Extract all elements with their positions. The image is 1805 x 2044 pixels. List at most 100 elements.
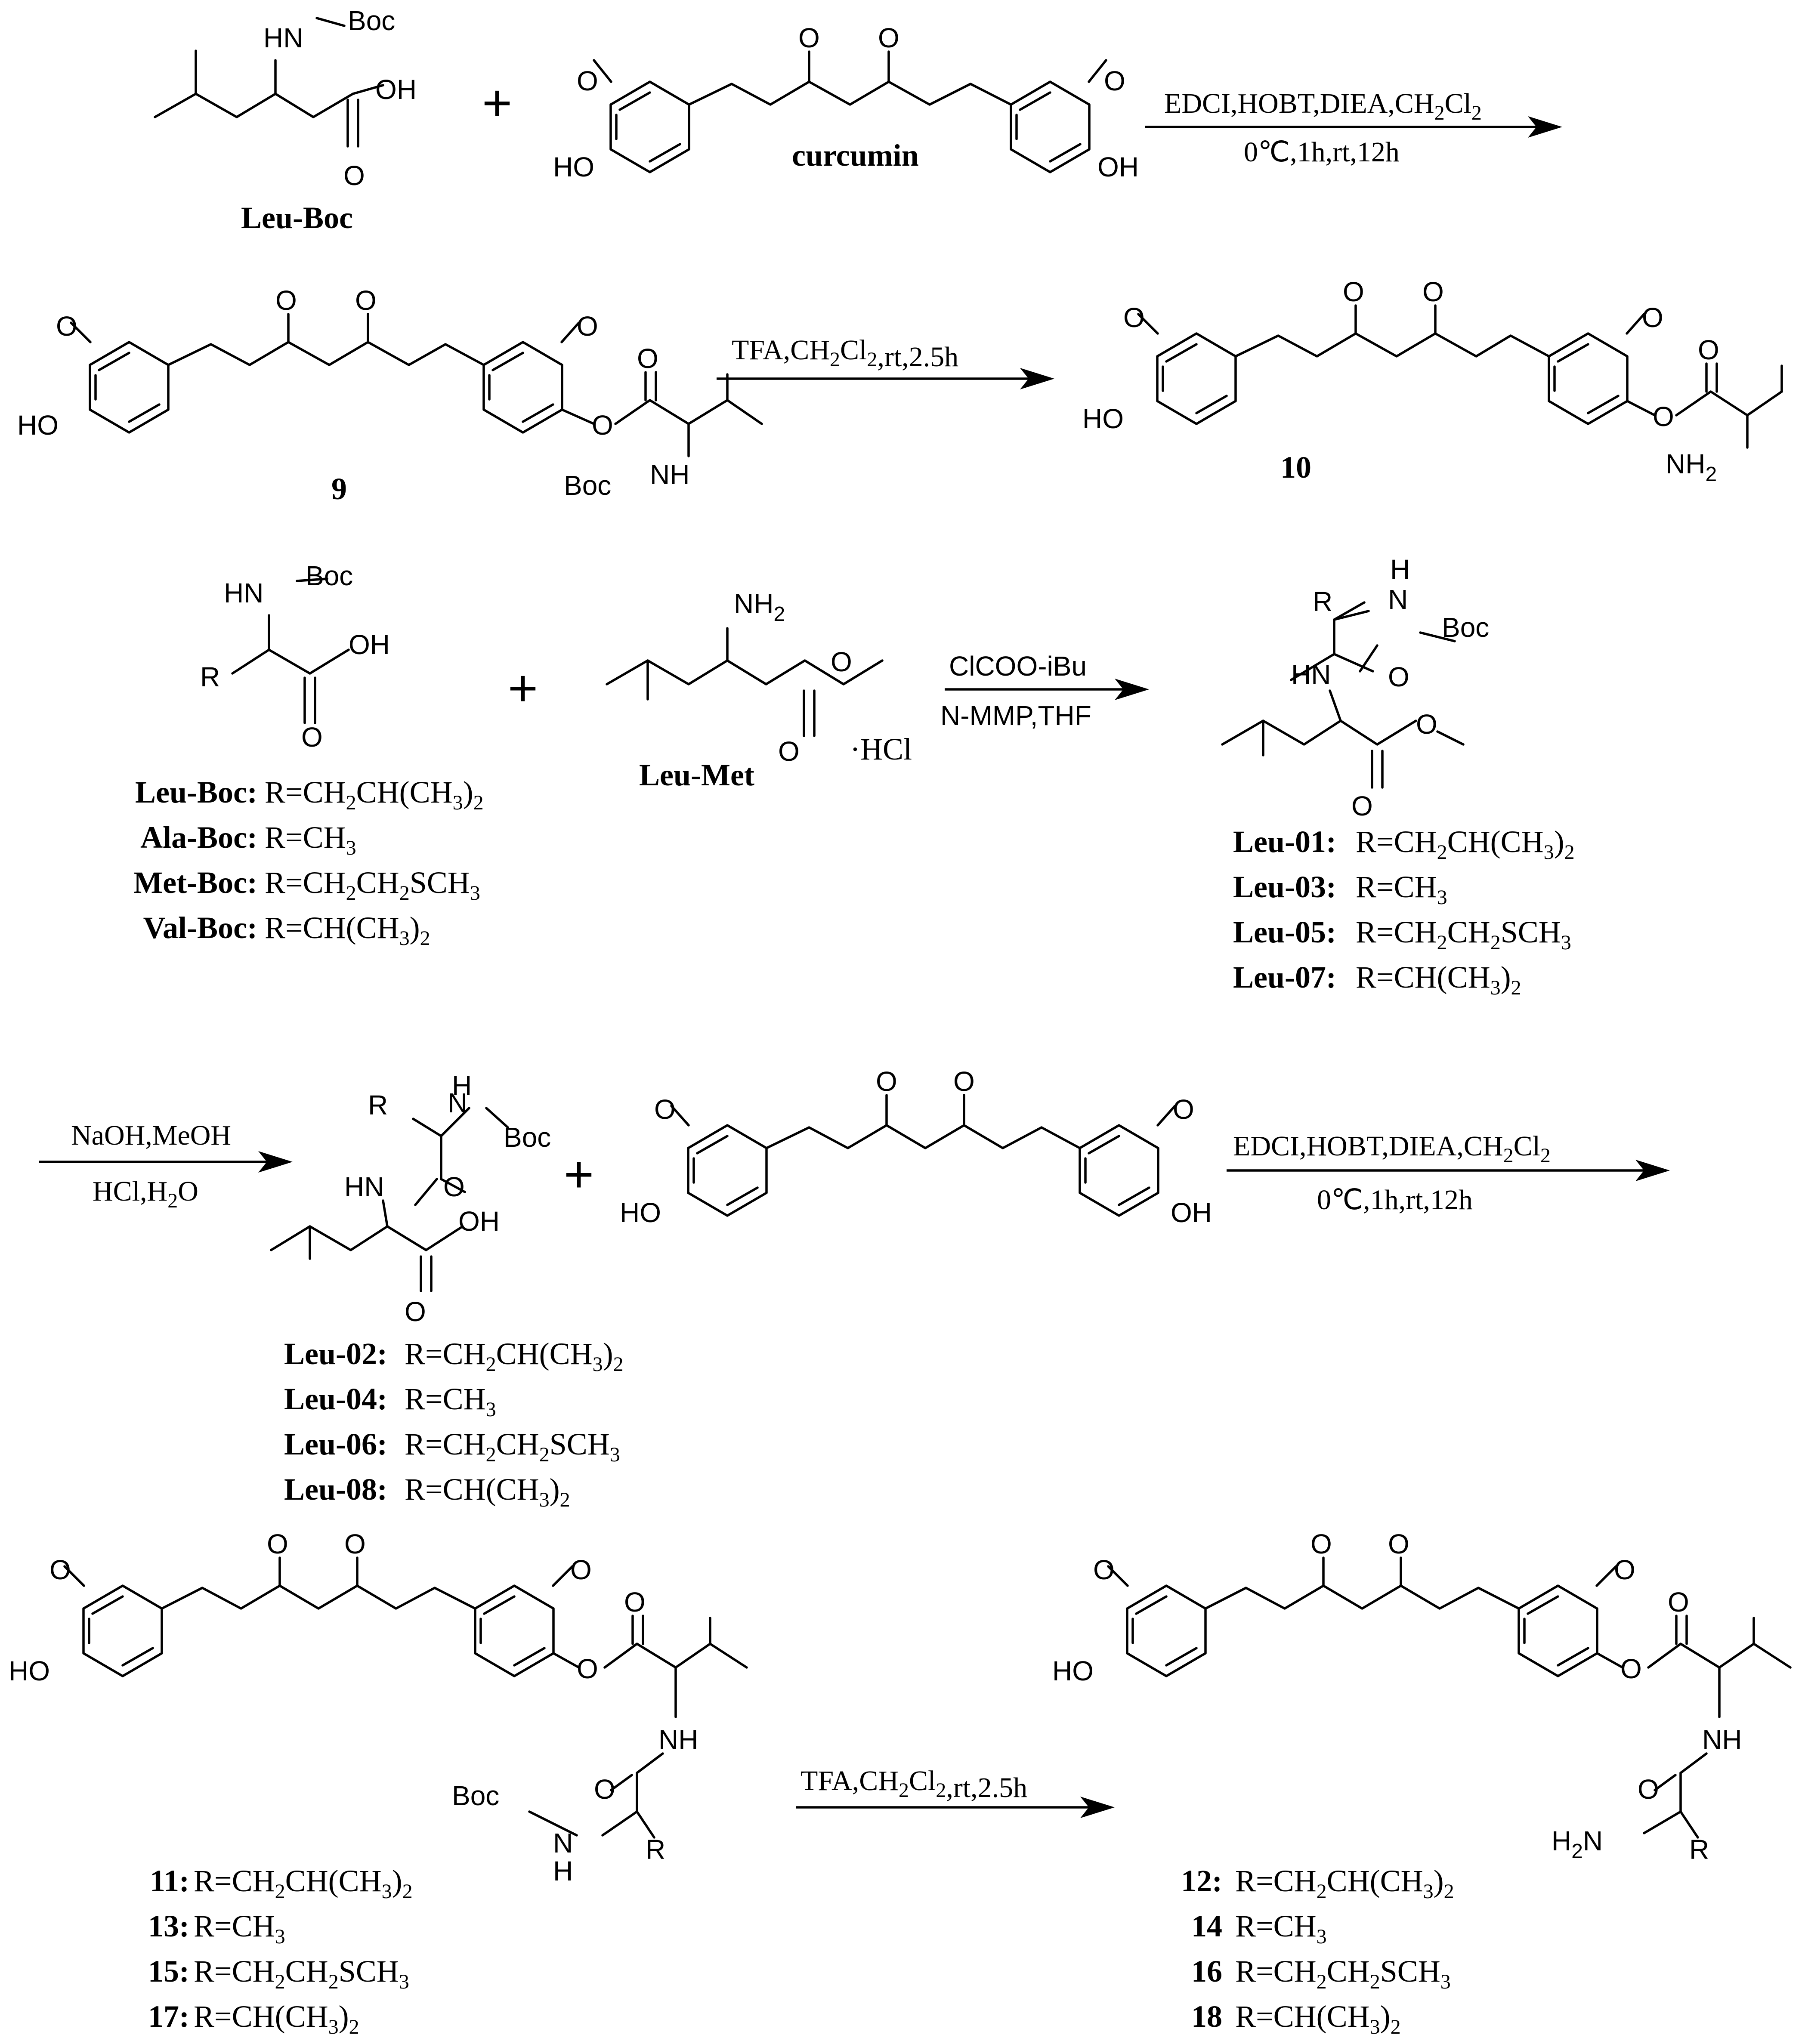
methoxy-o: O [1123, 302, 1145, 333]
r-label: R [1313, 586, 1332, 617]
final-series-name-1: 14 [1191, 1909, 1222, 1943]
curcumin-structure: O O O O HO OH curcumin [553, 22, 1139, 182]
condition-step-6: TFA,CH2Cl2,rt,2.5h [801, 1765, 1027, 1803]
leu-odd-series-r-3: R=CH(CH3)2 [1356, 960, 1521, 999]
hn-label: HN [1291, 659, 1331, 690]
ester-o: O [1620, 1653, 1642, 1684]
r-label: R [200, 661, 220, 692]
carbonyl-o: O [637, 343, 658, 374]
boc-series-r-3: R=CH(CH3)2 [265, 911, 430, 950]
ho-label: HO [17, 410, 59, 441]
leu-even-series-r-0: R=CH2CH(CH3)2 [405, 1337, 624, 1376]
h-label: H [1390, 554, 1410, 585]
carbonyl-o: O [1351, 790, 1373, 821]
oh-label: OH [458, 1206, 500, 1237]
h-label: H [553, 1856, 573, 1887]
plus-sign: + [482, 74, 512, 132]
condition-step-2: TFA,CH2Cl2,rt,2.5h [732, 334, 958, 373]
condition-step-1-reagents: EDCI,HOBT,DIEA,CH2Cl2 [1164, 88, 1482, 124]
carbonyl-o: O [1668, 1587, 1689, 1618]
hn-label: HN [344, 1171, 384, 1202]
arrow-step-5: EDCI,HOBT,DIEA,CH2Cl2 0℃,1h,rt,12h [1227, 1130, 1670, 1216]
arrow-step-1: EDCI,HOBT,DIEA,CH2Cl2 0℃,1h,rt,12h [1145, 88, 1562, 168]
nh-label: NH [650, 459, 689, 490]
leu-odd-series-r-0: R=CH2CH(CH3)2 [1356, 824, 1575, 864]
amide-o: O [1638, 1774, 1659, 1805]
h-label: H [452, 1070, 472, 1101]
n-label: N [1388, 584, 1408, 615]
carbonyl-o: O [624, 1587, 646, 1618]
nh-label: NH [1702, 1724, 1742, 1755]
dipeptide-ester-structure: H N Boc R HN O O O [1221, 554, 1489, 821]
oh-right: OH [1097, 151, 1139, 182]
condition-step-5-time: 0℃,1h,rt,12h [1317, 1184, 1473, 1216]
boc-series-r-2: R=CH2CH2SCH3 [265, 865, 480, 905]
condition-step-5-reagents: EDCI,HOBT,DIEA,CH2Cl2 [1233, 1130, 1551, 1167]
boc-series-name-2: Met-Boc: [133, 865, 257, 900]
compound-label-leu-met: Leu-Met [639, 758, 754, 792]
leu-odd-series-name-0: Leu-01: [1233, 824, 1336, 859]
arrow-step-3: ClCOO-iBu N-MMP,THF [940, 651, 1149, 731]
hn-label: HN [224, 577, 263, 608]
r-label: R [1689, 1834, 1709, 1865]
boc-amino-acid-structure: HN Boc OH R O [200, 560, 390, 753]
keto-o: O [355, 285, 377, 316]
leu-even-series-r-2: R=CH2CH2SCH3 [405, 1427, 620, 1466]
methoxy-o: O [1173, 1094, 1194, 1125]
ester-o: O [1416, 709, 1437, 740]
final-series-r-3: R=CH(CH3)2 [1235, 1999, 1401, 2038]
condition-step-3-solvent: N-MMP,THF [940, 700, 1091, 731]
final-series-r-2: R=CH2CH2SCH3 [1235, 1954, 1451, 1993]
leu-odd-series-name-3: Leu-07: [1233, 960, 1336, 994]
final-series-r-0: R=CH2CH(CH3)2 [1235, 1864, 1454, 1903]
boc-conj-series-name-3: 17: [148, 1999, 189, 2034]
leu-even-series-name-3: Leu-08: [284, 1472, 387, 1507]
boc-series-r-0: R=CH2CH(CH3)2 [265, 775, 484, 814]
leu-even-series-r-1: R=CH3 [405, 1382, 496, 1421]
carbonyl-o: O [778, 736, 800, 767]
boc-label: Boc [504, 1122, 551, 1153]
methoxy-o-left: O [577, 65, 598, 96]
hcl-label: ·HCl [850, 732, 912, 766]
leu-boc-structure: HN Boc OH O Leu-Boc [154, 5, 417, 235]
keto-o: O [1310, 1528, 1332, 1559]
boc-conj-series-name-0: 11: [150, 1864, 189, 1898]
oh-label: OH [375, 74, 417, 105]
leu-odd-series-list: Leu-01:R=CH2CH(CH3)2Leu-03:R=CH3Leu-05:R… [1233, 824, 1575, 999]
boc-conj-series-r-3: R=CH(CH3)2 [194, 1999, 359, 2038]
boc-conj-series-r-1: R=CH3 [194, 1909, 285, 1948]
boc-label: Boc [452, 1780, 499, 1811]
ester-o: O [831, 646, 852, 677]
nh2-label: NH2 [1666, 448, 1717, 486]
boc-series-list: Leu-Boc:R=CH2CH(CH3)2Ala-Boc:R=CH3Met-Bo… [133, 775, 483, 950]
plus-sign: + [508, 659, 538, 717]
methoxy-o: O [1614, 1554, 1635, 1585]
leu-even-series-name-1: Leu-04: [284, 1382, 387, 1416]
final-series-name-2: 16 [1191, 1954, 1222, 1988]
o-label: O [343, 160, 365, 191]
final-series-name-0: 12: [1181, 1864, 1222, 1898]
boc-label: Boc [348, 5, 395, 36]
n-label: N [448, 1087, 467, 1118]
keto-o: O [876, 1066, 897, 1097]
amide-o: O [1388, 661, 1409, 692]
nh-label: NH [658, 1724, 698, 1755]
arrow-step-6: TFA,CH2Cl2,rt,2.5h [796, 1765, 1115, 1818]
nh2-label: NH2 [734, 588, 785, 626]
keto-o: O [1422, 276, 1444, 307]
boc-label: Boc [306, 560, 353, 591]
leu-even-series-r-3: R=CH(CH3)2 [405, 1472, 570, 1511]
leu-odd-series-r-1: R=CH3 [1356, 870, 1447, 909]
compound-label-10: 10 [1280, 450, 1311, 485]
boc-conjugate-series-list: 11:R=CH2CH(CH3)213:R=CH315:R=CH2CH2SCH31… [148, 1864, 413, 2038]
arrow-step-4: NaOH,MeOH HCl,H2O [39, 1120, 293, 1212]
condition-step-4-reagents: NaOH,MeOH [71, 1120, 231, 1151]
keto-o: O [1388, 1528, 1409, 1559]
oh-label: OH [1171, 1197, 1212, 1228]
ester-o: O [592, 410, 613, 441]
hn-label: HN [263, 22, 303, 53]
boc-series-name-0: Leu-Boc: [135, 775, 257, 809]
ester-o: O [577, 1653, 598, 1684]
keto-o: O [1343, 276, 1364, 307]
final-series-r-1: R=CH3 [1235, 1909, 1327, 1948]
